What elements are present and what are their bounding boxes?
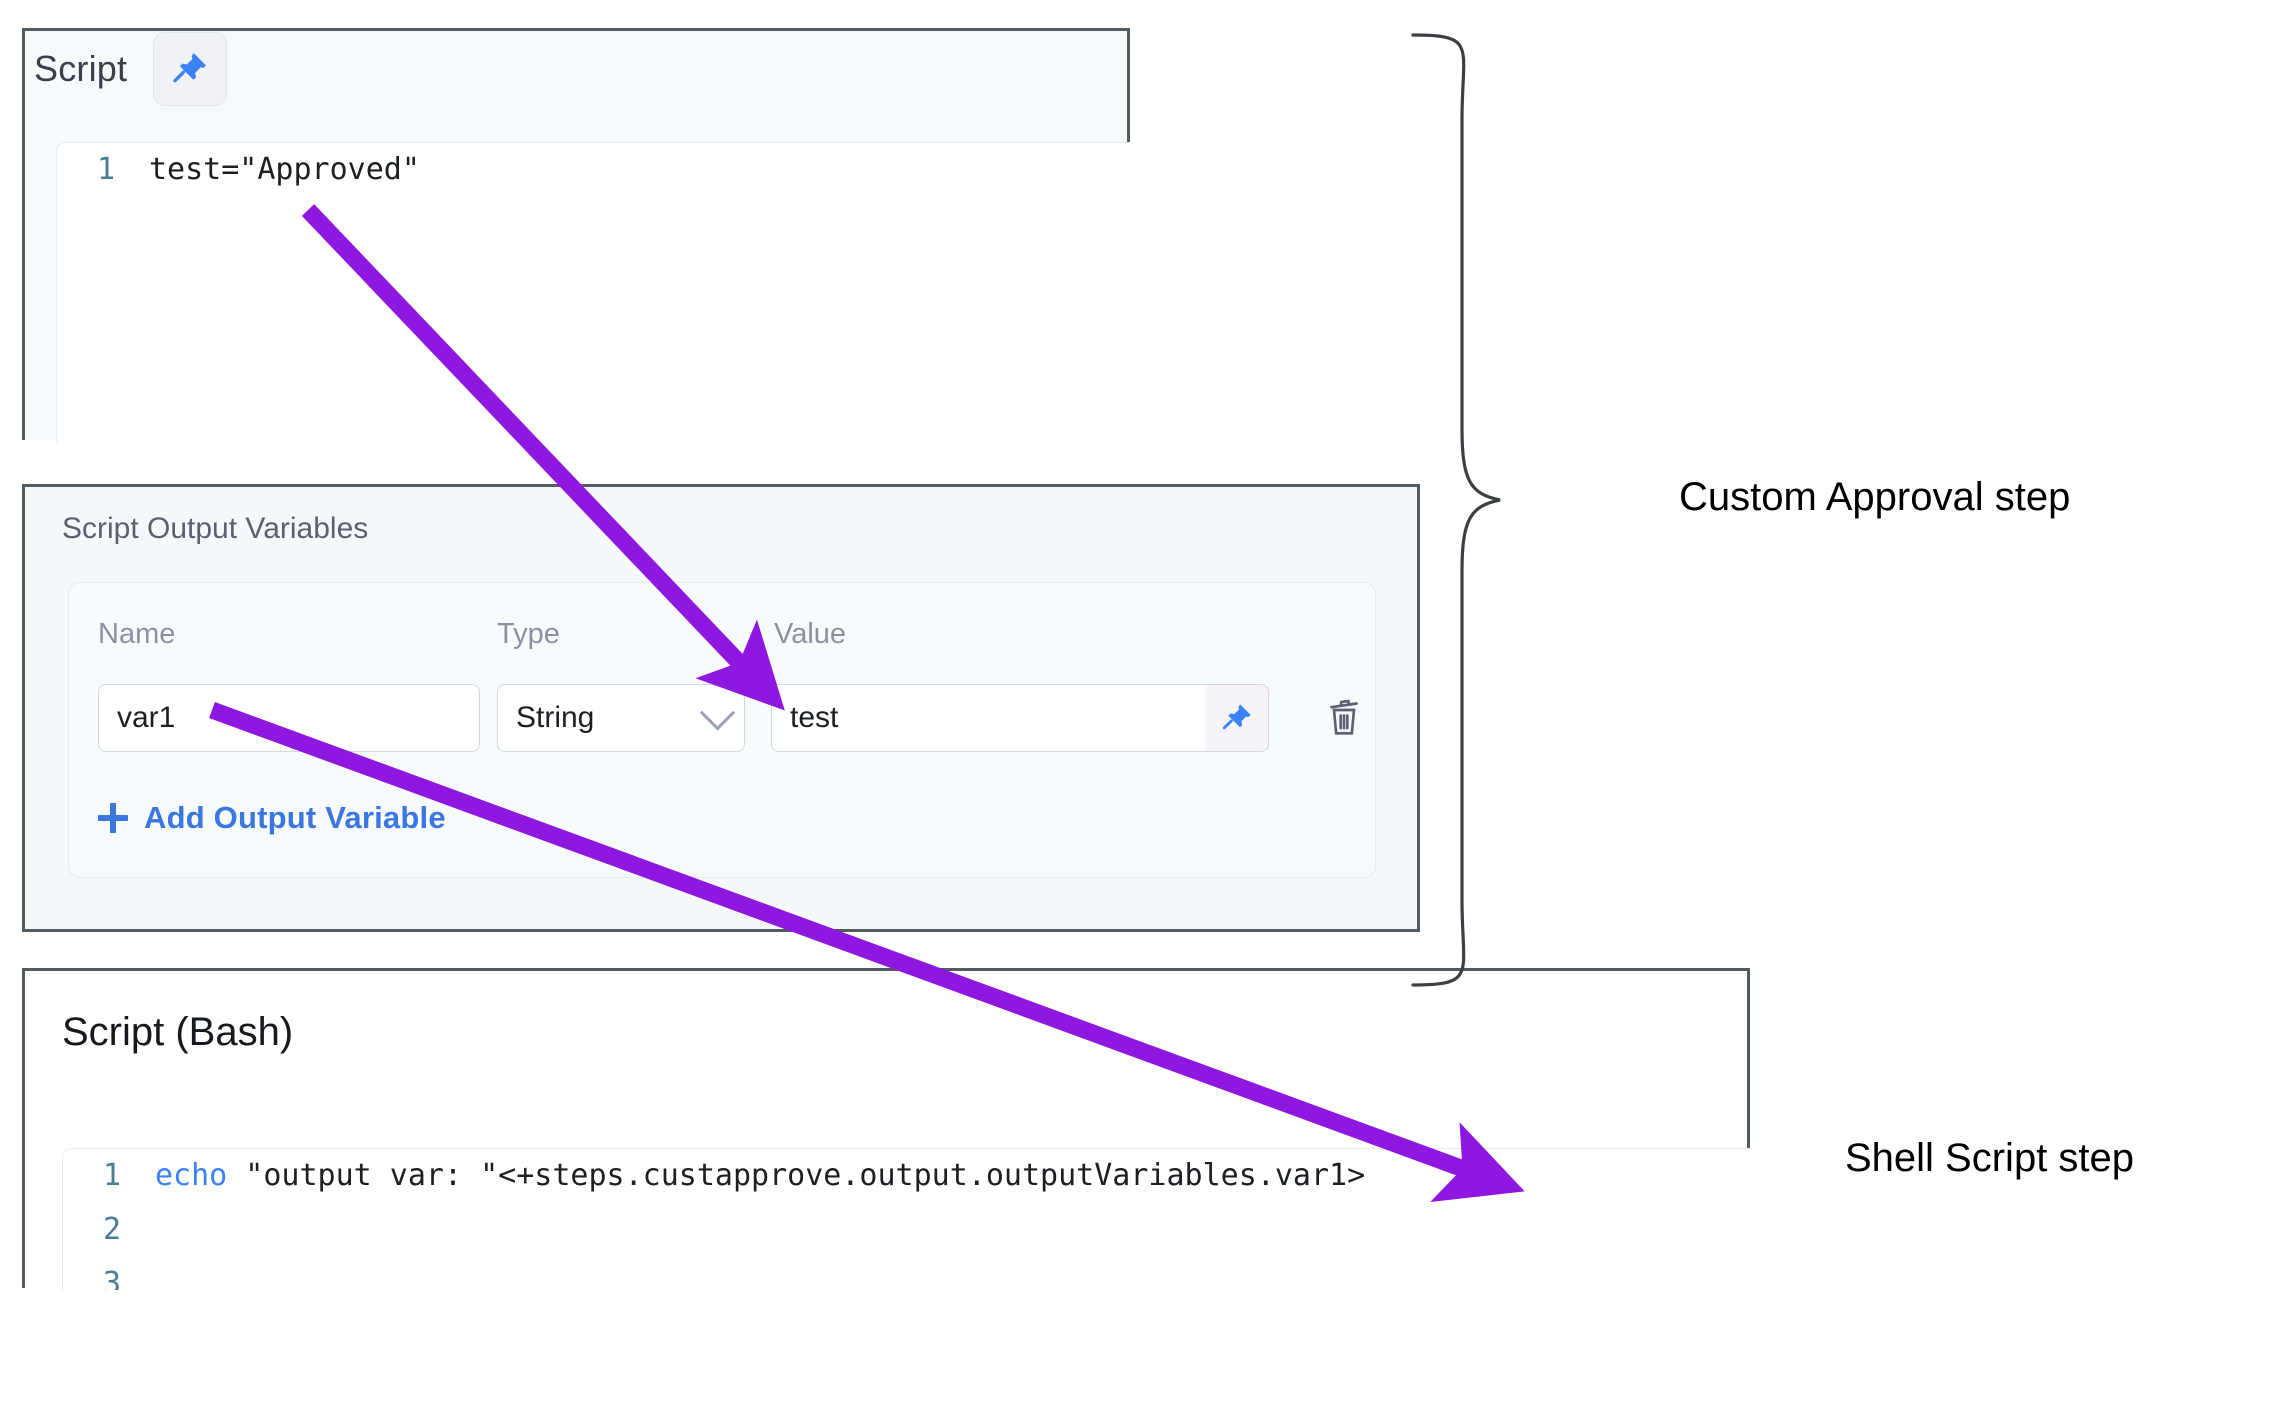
variable-value-group: test xyxy=(771,684,1269,752)
delete-variable-button[interactable] xyxy=(1309,684,1379,752)
annotation-custom-approval-step: Custom Approval step xyxy=(1679,475,2071,519)
column-header-type: Type xyxy=(497,618,560,650)
code-line: 1 test="Approved" xyxy=(57,143,1131,197)
output-variable-row: var1 String test xyxy=(98,684,1379,752)
column-header-value: Value xyxy=(774,618,847,650)
script-panel-title: Script xyxy=(34,48,128,89)
line-number: 3 xyxy=(102,1266,121,1290)
line-number: 2 xyxy=(102,1212,121,1247)
code-text: test="Approved" xyxy=(149,152,420,187)
column-header-name: Name xyxy=(98,618,176,650)
chevron-down-icon xyxy=(699,694,736,731)
add-output-variable-button[interactable]: Add Output Variable xyxy=(98,800,446,836)
script-pin-button[interactable] xyxy=(153,32,228,106)
add-output-variable-label: Add Output Variable xyxy=(144,800,446,835)
pin-icon xyxy=(1222,704,1251,730)
script-code-editor[interactable]: 1 test="Approved" xyxy=(56,142,1131,442)
output-variables-column-headers: Name Type Value xyxy=(98,618,1358,658)
line-number: 1 xyxy=(102,1158,121,1193)
variable-type-value: String xyxy=(516,701,595,734)
output-variables-title: Script Output Variables xyxy=(62,512,369,545)
code-text: "output var: "<+steps.custapprove.output… xyxy=(227,1158,1366,1193)
variable-value-pin-button[interactable] xyxy=(1205,684,1269,752)
variable-type-select[interactable]: String xyxy=(497,684,745,752)
line-number: 1 xyxy=(96,152,115,187)
code-line: 1 echo "output var: "<+steps.custapprove… xyxy=(63,1149,1752,1203)
code-keyword: echo xyxy=(155,1158,228,1193)
curly-brace-icon xyxy=(1411,33,1501,987)
pin-icon xyxy=(173,53,207,83)
variable-value-input[interactable]: test xyxy=(771,684,1205,752)
bash-code-editor[interactable]: 1 echo "output var: "<+steps.custapprove… xyxy=(62,1148,1752,1290)
code-line: 2 xyxy=(63,1203,1752,1257)
trash-icon xyxy=(1330,699,1358,735)
bash-panel-title: Script (Bash) xyxy=(62,1010,294,1054)
script-panel-header: Script xyxy=(34,32,228,106)
code-line: 3 xyxy=(63,1257,1752,1290)
variable-name-input[interactable]: var1 xyxy=(98,684,480,752)
annotation-shell-script-step: Shell Script step xyxy=(1845,1136,2135,1180)
plus-icon xyxy=(98,803,128,833)
